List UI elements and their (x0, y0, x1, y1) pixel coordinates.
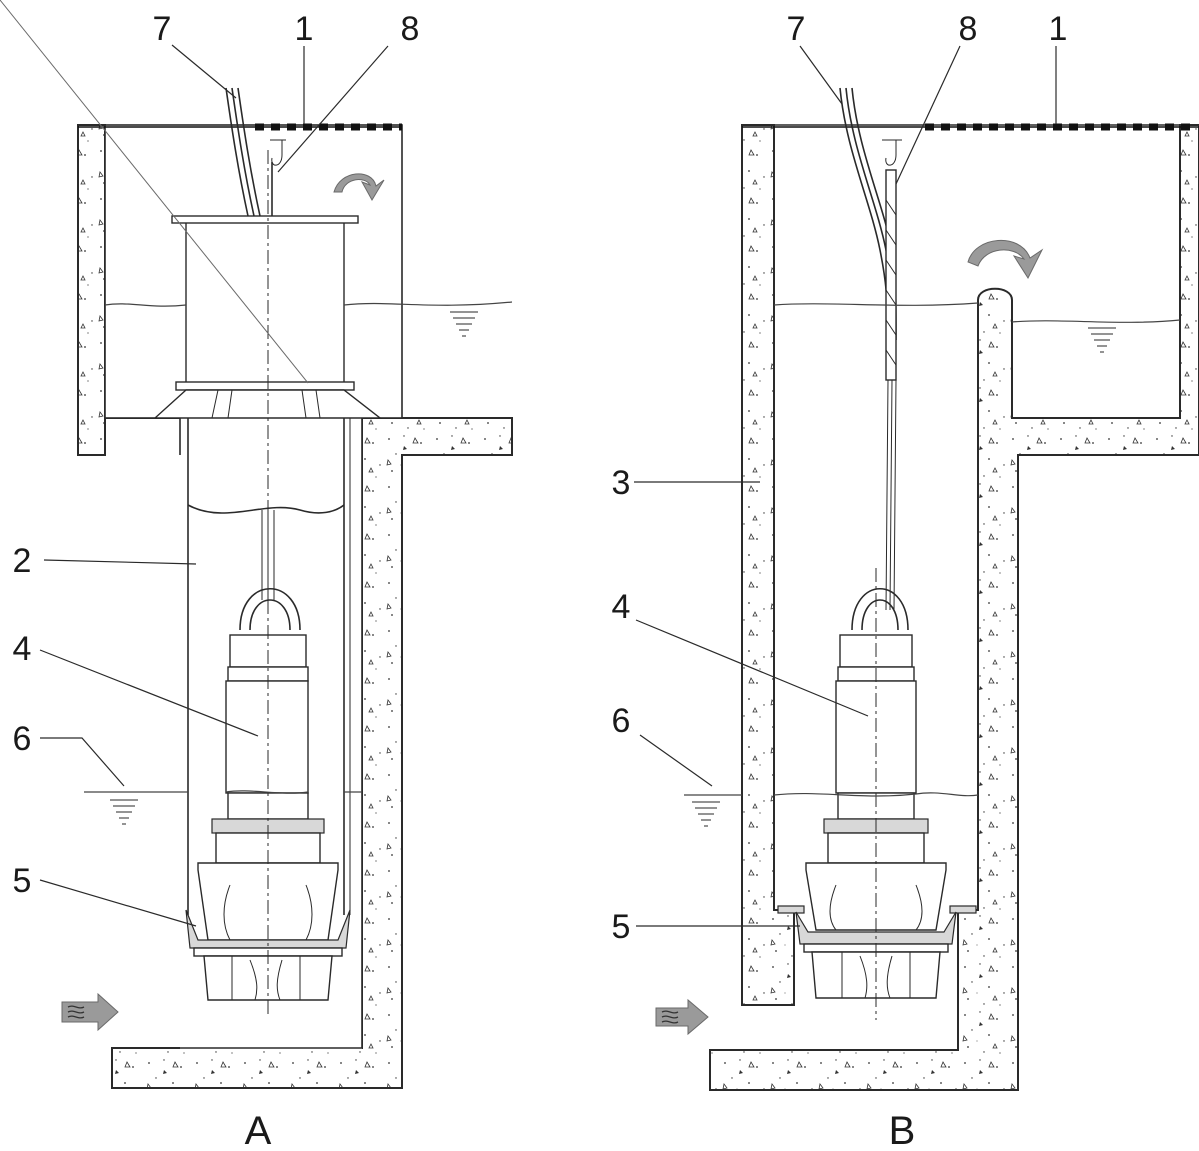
pump-vanes-b (829, 884, 923, 931)
label-2-a: 2 (13, 542, 32, 580)
leader-4-a (39, 649, 259, 737)
leader-6-a (40, 737, 125, 787)
water-line-b2 (1011, 319, 1181, 323)
label-8-b: 8 (959, 10, 978, 48)
seat-ring-b (795, 911, 957, 945)
leader-4-b (635, 619, 869, 717)
inflow-arrow-icon (655, 998, 709, 1036)
caption-a: A (245, 1109, 272, 1151)
stand-rib-a3 (301, 389, 307, 419)
label-6-b: 6 (612, 702, 631, 740)
seat-plate-b2 (949, 905, 977, 914)
stand-rib-a4 (315, 389, 321, 419)
label-6-a: 6 (13, 720, 32, 758)
leader-7-a (171, 44, 237, 99)
discharge-tube-top-a (185, 221, 345, 385)
label-5-a: 5 (13, 862, 32, 900)
leader-8-a (277, 45, 389, 173)
inflow-arrow-icon (61, 992, 119, 1032)
leader-2-a (43, 559, 197, 565)
outflow-curved-arrow-icon (333, 173, 385, 201)
water-line-a4 (225, 790, 309, 794)
concrete-wall-b (741, 124, 795, 1006)
pump-inlet-ribs-a (231, 956, 301, 1001)
cable-b2 (845, 87, 893, 341)
seat-plate-b1 (777, 905, 805, 914)
outflow-curved-arrow-icon (967, 240, 1044, 280)
label-5-b: 5 (612, 908, 631, 946)
stand-rib-a1 (211, 389, 219, 419)
inflow-wave-marks (661, 1010, 679, 1024)
label-1-a: 1 (295, 10, 314, 48)
outflow-curved-arrow-icon (0, 0, 309, 384)
cable-a3 (237, 87, 261, 217)
water-level-symbol-icon (692, 327, 1116, 827)
water-level-symbol-icon (110, 311, 478, 825)
pump-motor-a (225, 680, 309, 794)
caption-b: B (889, 1109, 916, 1151)
label-7-a: 7 (153, 10, 172, 48)
cable-a2 (231, 87, 255, 217)
diagram-a: 7 1 8 2 4 6 5 A (0, 0, 513, 1151)
inflow-wave-marks (67, 1005, 85, 1019)
chain-hatch-b (885, 199, 897, 366)
label-3-b: 3 (612, 464, 631, 502)
leader-5-a (39, 879, 197, 927)
water-line-a1 (104, 303, 187, 307)
label-4-b: 4 (612, 588, 631, 626)
label-8-a: 8 (401, 10, 420, 48)
seat-ring-a (185, 909, 351, 949)
stand-rib-a2 (227, 389, 233, 419)
water-line-a2 (343, 301, 513, 306)
cable-loop-a (239, 587, 301, 631)
cable-b (839, 87, 889, 341)
leader-8-b (895, 45, 961, 185)
water-line-b4 (773, 792, 979, 797)
concrete-floor-b (709, 124, 1199, 1091)
label-1-b: 1 (1049, 10, 1068, 48)
cable-loop-a2 (249, 599, 291, 631)
cable-a (225, 87, 249, 217)
diagram-b: 7 8 1 3 4 6 5 B (612, 10, 1199, 1151)
cable-loop-b2 (861, 599, 899, 631)
pump-inlet-ribs-b (841, 952, 911, 999)
tube-flange-a (171, 215, 359, 224)
tube-break-line-a (187, 504, 345, 514)
cable-loop-b (851, 588, 909, 631)
leader-6-b (639, 734, 713, 787)
leader-7-b (799, 45, 843, 105)
pump-vanes-a (223, 884, 313, 941)
cable-lower-b (885, 379, 897, 611)
label-7-b: 7 (787, 10, 806, 48)
lifting-hook-b (885, 140, 897, 166)
label-4-a: 4 (13, 630, 32, 668)
lifting-hook-a (271, 140, 283, 166)
water-line-b1 (773, 302, 979, 306)
base-flange-a (175, 381, 355, 391)
